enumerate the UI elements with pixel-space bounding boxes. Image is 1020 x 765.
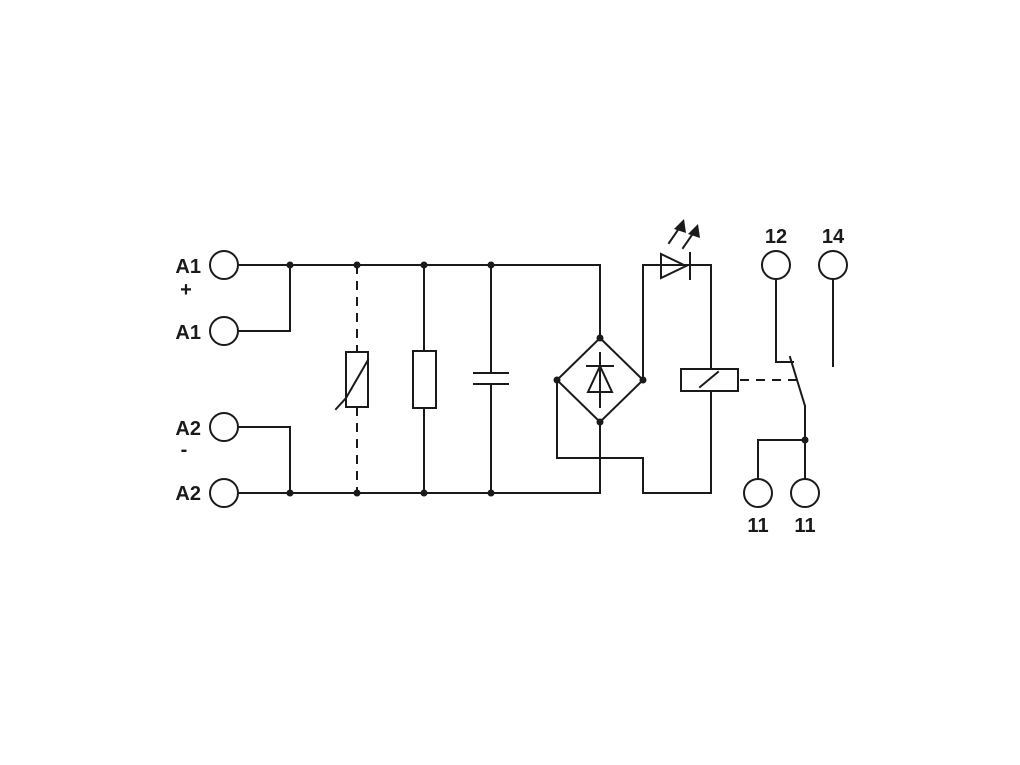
terminal-11-right [790, 478, 820, 508]
a1-bridge-wire [237, 264, 291, 332]
label-11-right: 11 [794, 515, 815, 537]
common-wire-left [757, 439, 806, 479]
bridge-rectifier-icon [555, 336, 712, 494]
terminal-a2-bottom [209, 478, 239, 508]
label-12: 12 [765, 226, 787, 248]
terminal-14 [818, 250, 848, 280]
output-labels: 12 14 11 11 [747, 226, 845, 537]
label-11-left: 11 [747, 515, 768, 537]
terminal-a1-bottom [209, 316, 239, 346]
relay-coil-icon [680, 368, 800, 392]
led-icon [642, 219, 712, 381]
bridge-return-wire [556, 379, 712, 494]
input-labels: A1 + A1 A2 - A2 [175, 256, 201, 505]
label-a2-minus: - [181, 439, 188, 461]
top-rail [237, 264, 601, 339]
contact-blade [788, 355, 807, 408]
label-14: 14 [822, 226, 845, 248]
label-a1-top: A1 [175, 256, 201, 278]
supply-wiring [237, 264, 601, 494]
bottom-rail [237, 421, 601, 494]
terminal-a1-top [209, 250, 239, 280]
terminal-a2-top [209, 412, 239, 442]
label-a2-bottom: A2 [175, 483, 201, 505]
output-terminals [743, 250, 848, 508]
label-a2-top: A2 [175, 418, 201, 440]
capacitor-icon [473, 264, 509, 494]
label-a1-plus: + [180, 279, 192, 301]
contact-12-wire [775, 278, 794, 363]
label-a1-bottom: A1 [175, 322, 201, 344]
input-terminals [209, 250, 239, 508]
light-arrows-icon [667, 219, 700, 250]
resistor-icon [412, 264, 437, 494]
changeover-contact-icon [757, 278, 834, 479]
varistor-icon [334, 265, 370, 493]
led-coil-wire [642, 264, 712, 381]
a2-bridge-wire [237, 426, 291, 494]
terminal-12 [761, 250, 791, 280]
junction-nodes [286, 261, 809, 497]
terminal-11-left [743, 478, 773, 508]
